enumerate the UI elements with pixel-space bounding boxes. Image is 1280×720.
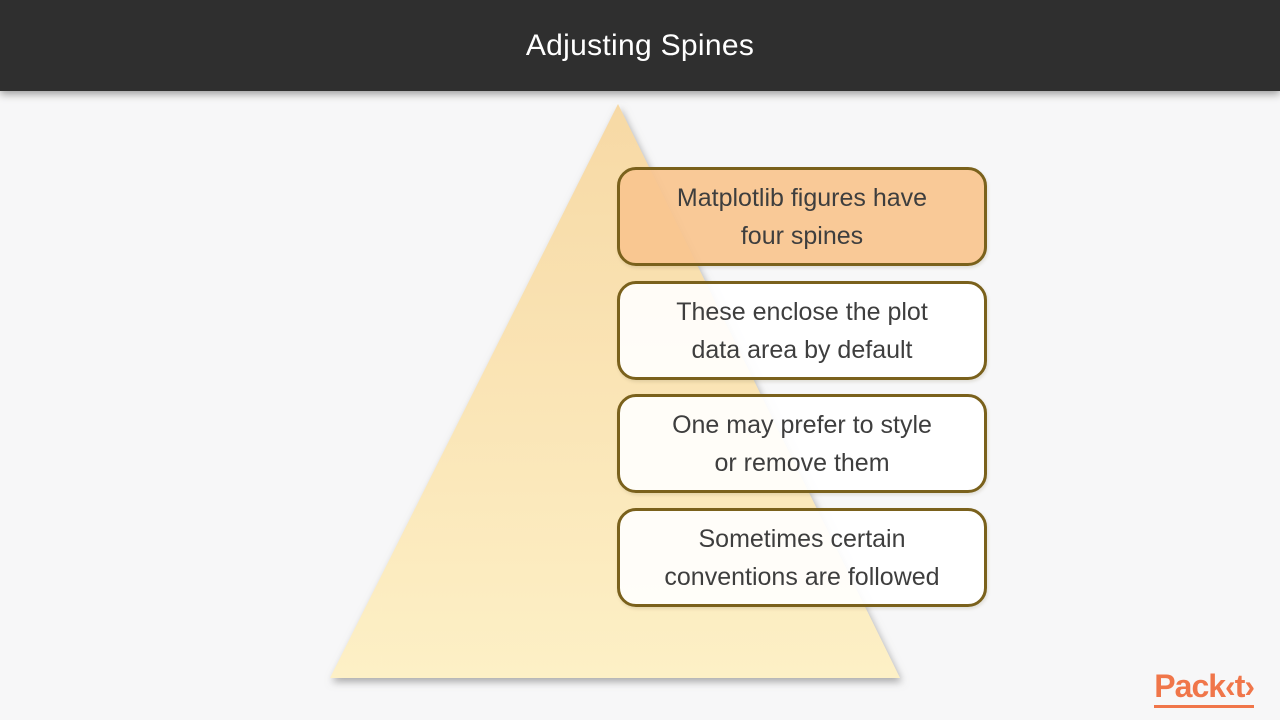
pyramid-label-1: Matplotlib figures have four spines bbox=[617, 167, 987, 266]
slide-title: Adjusting Spines bbox=[525, 28, 755, 62]
pyramid-label-1-line2: four spines bbox=[740, 221, 864, 250]
packt-logo-text: Pack‹t› bbox=[1154, 668, 1255, 704]
pyramid-label-4: Sometimes certain conventions are follow… bbox=[617, 508, 987, 607]
pyramid-label-4-line1: Sometimes certain bbox=[698, 524, 906, 553]
pyramid-label-3-line2: or remove them bbox=[714, 448, 890, 477]
pyramid-label-2-line2: data area by default bbox=[691, 335, 913, 364]
pyramid-label-1-line1: Matplotlib figures have bbox=[676, 183, 928, 212]
pyramid-label-2: These enclose the plot data area by defa… bbox=[617, 281, 987, 380]
pyramid-label-3-line1: One may prefer to style bbox=[672, 410, 932, 439]
pyramid-label-2-line1: These enclose the plot bbox=[676, 297, 928, 326]
pyramid-label-4-line2: conventions are followed bbox=[664, 562, 940, 591]
header-bar: Adjusting Spines bbox=[0, 0, 1280, 91]
pyramid-label-3: One may prefer to style or remove them bbox=[617, 394, 987, 493]
packt-logo: Pack‹t› bbox=[1154, 668, 1255, 708]
